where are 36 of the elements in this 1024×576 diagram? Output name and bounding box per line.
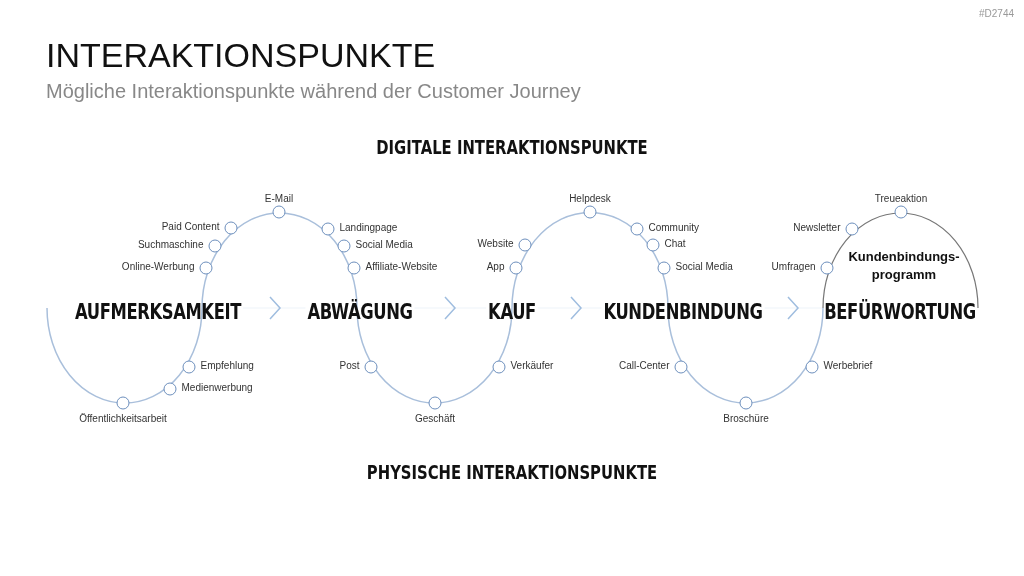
touchpoint-label: Post (339, 359, 360, 371)
stage-title: BEFÜRWORTUNG (824, 300, 976, 324)
touchpoint-label: Broschüre (723, 412, 769, 424)
slide-title: INTERAKTIONSPUNKTE (46, 36, 436, 75)
stage-title: ABWÄGUNG (307, 300, 413, 324)
touchpoint-label: Newsletter (793, 221, 841, 233)
touchpoint-label: E-Mail (264, 192, 294, 204)
section-heading: DIGITALE INTERAKTIONSPUNKTE (376, 136, 648, 158)
touchpoint-label: Geschäft (415, 412, 455, 424)
touchpoint-label: Paid Content (161, 220, 220, 232)
touchpoint-label: Medienwerbung (181, 381, 253, 393)
touchpoint-label: Affiliate-Website (365, 260, 438, 272)
slide-code: #D2744 (978, 8, 1014, 19)
touchpoint-label: Landingpage (339, 221, 398, 233)
touchpoint-label: Chat (664, 237, 686, 249)
section-heading: PHYSISCHE INTERAKTIONSPUNKTE (366, 461, 658, 483)
touchpoint-label: Verkäufer (510, 359, 554, 371)
stage-title: KAUF (488, 300, 536, 324)
touchpoint-label: App (486, 260, 505, 272)
stage-title: KUNDENBINDUNG (603, 300, 763, 324)
touchpoint-label: Website (477, 237, 514, 249)
touchpoint-label: Empfehlung (200, 359, 254, 371)
stage-title: AUFMERKSAMKEIT (75, 300, 241, 324)
touchpoint-label: Werbebrief (823, 359, 873, 371)
subtitle: Mögliche Interaktionspunkte während der Customer Journey (46, 80, 581, 103)
touchpoint-label: Online-Werbung (121, 260, 195, 272)
touchpoint-label: Suchmaschine (137, 238, 204, 250)
touchpoint-label: Social Media (675, 260, 733, 272)
touchpoint-label: Call-Center (618, 359, 670, 371)
touchpoint-label: Treueaktion (874, 192, 928, 204)
touchpoint-label: Community (648, 221, 700, 233)
touchpoint-label: Helpdesk (569, 192, 611, 204)
touchpoint-label: Social Media (355, 238, 413, 250)
touchpoint-label: Öffentlichkeitsarbeit (79, 412, 167, 424)
touchpoint-label: Umfragen (771, 260, 816, 272)
callout-text: Kundenbindungs-programm (847, 248, 961, 284)
